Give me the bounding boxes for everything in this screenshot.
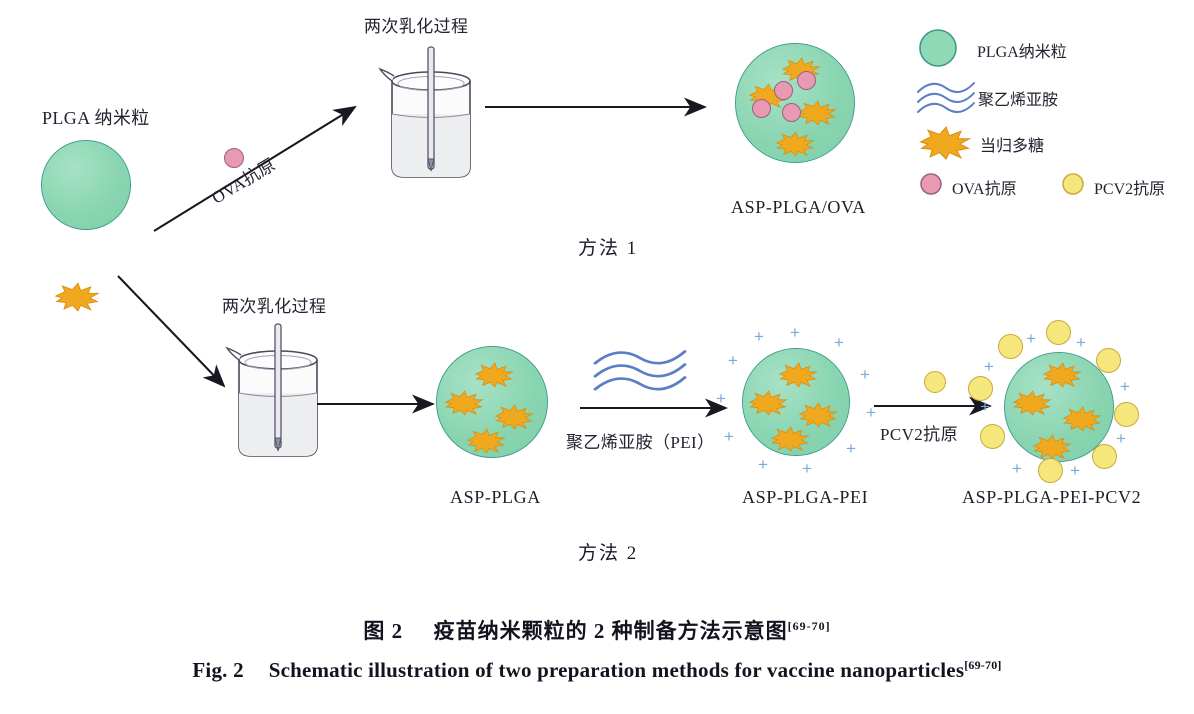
legend-item-pei: 聚乙烯亚胺 bbox=[916, 78, 1058, 125]
figure-caption-en-ref: [69-70] bbox=[964, 658, 1002, 672]
pcv2-antigen-dot bbox=[968, 376, 993, 401]
figure-caption-en: Fig. 2 Schematic illustration of two pre… bbox=[0, 658, 1194, 683]
beaker-2 bbox=[226, 323, 318, 457]
ova-antigen-dot bbox=[782, 103, 801, 122]
beaker-1 bbox=[379, 46, 471, 178]
asp-plga-pei-pcv2-label: ASP-PLGA-PEI-PCV2 bbox=[962, 487, 1142, 507]
asp-plga-particle bbox=[436, 346, 548, 458]
legend-item-ova: OVA抗原 bbox=[918, 170, 1017, 203]
asp-plga-pei-pcv2-particle bbox=[1004, 352, 1114, 462]
arrow-to-beaker-2 bbox=[117, 275, 226, 388]
figure-caption-cn-text: 疫苗纳米颗粒的 2 种制备方法示意图 bbox=[433, 619, 788, 643]
free-polysaccharide-star bbox=[55, 282, 99, 312]
arrow-to-asp-plga-ova bbox=[485, 97, 708, 117]
free-pcv2-antigen-dot bbox=[924, 371, 946, 393]
pei-wave-icon bbox=[917, 82, 975, 113]
ova-antigen-dot bbox=[774, 81, 793, 100]
figure-caption-cn: 图 2 疫苗纳米颗粒的 2 种制备方法示意图[69-70] bbox=[0, 615, 1194, 645]
polysaccharide-star bbox=[467, 428, 505, 454]
figure-caption-en-prefix: Fig. 2 bbox=[192, 658, 244, 682]
legend-label-pei: 聚乙烯亚胺 bbox=[978, 92, 1059, 109]
asp-plga-label: ASP-PLGA bbox=[450, 487, 541, 507]
plga-nanoparticle-icon bbox=[919, 29, 957, 67]
emulsification-label-2: 两次乳化过程 bbox=[222, 297, 327, 316]
ova-antigen-icon bbox=[920, 173, 942, 195]
polysaccharide-star bbox=[776, 131, 814, 157]
legend-item-plga: PLGA纳米粒 bbox=[915, 28, 1067, 68]
figure-caption-cn-prefix: 图 2 bbox=[363, 619, 404, 643]
asp-plga-pei-label: ASP-PLGA-PEI bbox=[742, 487, 869, 507]
method-1-label: 方法 1 bbox=[578, 238, 639, 259]
legend-label-plga: PLGA纳米粒 bbox=[977, 44, 1067, 61]
polysaccharide-star bbox=[475, 362, 513, 388]
polysaccharide-star bbox=[798, 100, 836, 126]
arrow-to-asp-plga bbox=[317, 394, 436, 414]
arrow-pei-coating bbox=[580, 398, 729, 418]
pcv2-antigen-dot bbox=[980, 424, 1005, 449]
pcv2-antigen-dot bbox=[1038, 458, 1063, 483]
polysaccharide-star bbox=[445, 390, 483, 416]
pcv2-antigen-dot bbox=[1092, 444, 1117, 469]
legend-label-polysaccharide: 当归多糖 bbox=[980, 138, 1045, 155]
plga-start-label: PLGA 纳米粒 bbox=[42, 108, 150, 128]
pei-charge-ring: + + + + + + + + + + + bbox=[716, 323, 876, 478]
asp-plga-ova-label: ASP-PLGA/OVA bbox=[731, 197, 866, 217]
ova-antigen-dot bbox=[797, 71, 816, 90]
angelica-polysaccharide-icon bbox=[920, 126, 970, 160]
polysaccharide-star bbox=[495, 404, 533, 430]
asp-plga-pei-particle bbox=[742, 348, 850, 456]
legend-item-pcv2: PCV2抗原 bbox=[1060, 170, 1165, 203]
pcv2-antigen-dot bbox=[1096, 348, 1121, 373]
method-2-label: 方法 2 bbox=[578, 543, 639, 564]
figure-caption-cn-ref: [69-70] bbox=[787, 619, 831, 633]
pei-arrow-label: 聚乙烯亚胺（PEI） bbox=[566, 433, 715, 452]
plga-start-particle bbox=[41, 140, 131, 230]
pcv2-antigen-dot bbox=[1114, 402, 1139, 427]
asp-plga-ova-particle bbox=[735, 43, 855, 163]
legend-item-polysaccharide: 当归多糖 bbox=[918, 126, 1044, 165]
legend-label-ova: OVA抗原 bbox=[952, 181, 1017, 198]
pcv2-antigen-dot bbox=[1046, 320, 1071, 345]
pcv2-antigen-icon bbox=[1062, 173, 1084, 195]
ova-antigen-dot bbox=[752, 99, 771, 118]
pcv2-surface-ring: + + + + + + + + bbox=[968, 320, 1139, 483]
emulsification-label-1: 两次乳化过程 bbox=[364, 17, 469, 36]
arrow-to-beaker-1 bbox=[153, 105, 357, 232]
pcv2-antigen-dot bbox=[998, 334, 1023, 359]
arrow-pcv2-loading bbox=[874, 396, 993, 416]
figure-caption-en-text: Schematic illustration of two preparatio… bbox=[268, 658, 965, 682]
pcv2-arrow-label: PCV2抗原 bbox=[880, 425, 958, 444]
legend-label-pcv2: PCV2抗原 bbox=[1094, 181, 1166, 198]
free-ova-antigen-dot bbox=[224, 148, 244, 168]
